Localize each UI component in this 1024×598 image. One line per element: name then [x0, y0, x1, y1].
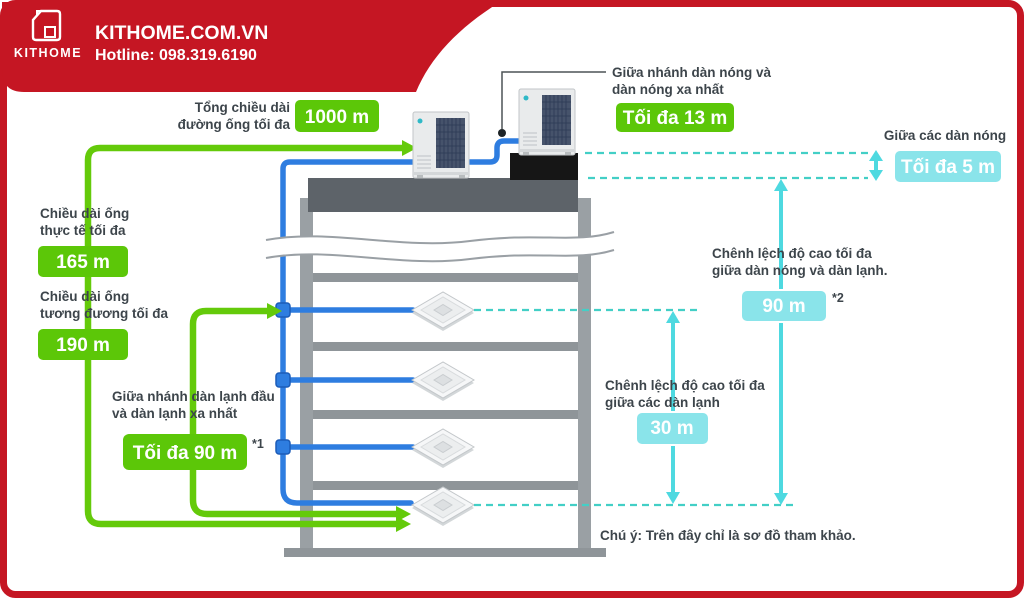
total-pipe-label-line1: Tổng chiều dài [195, 100, 290, 115]
brand-name: KITHOME [14, 46, 82, 60]
callout-line [501, 71, 606, 129]
branch-joint-3 [275, 439, 291, 455]
outdoor-branch-value: Tối đa 13 m [623, 108, 728, 129]
outdoor-branch-value-box [616, 103, 734, 132]
branch-joints [275, 302, 291, 455]
height-between-indoor-value: 30 m [650, 418, 693, 439]
height-outdoor-indoor-label-line2: giữa dàn nóng và dàn lạnh. [712, 263, 888, 278]
floor-slab-1 [313, 273, 578, 282]
actual-length-label-line1: Chiều dài ống [40, 206, 129, 221]
callout-dot [498, 129, 506, 137]
kithome-logo-icon [31, 9, 62, 42]
diagram-note: Chú ý: Trên đây chỉ là sơ đồ tham khảo. [600, 528, 856, 543]
value-boxes [38, 100, 1001, 470]
height-between-indoor-value-box [637, 413, 708, 444]
indoor-branch-label-line1: Giữa nhánh dàn lạnh đầu [112, 389, 275, 404]
site-url: KITHOME.COM.VN [95, 22, 268, 44]
footnote-1: *1 [252, 437, 264, 451]
outdoor-branch-callout-line [498, 71, 606, 137]
actual-length-label-line2: thực tế tối đa [40, 223, 126, 238]
indoor-unit-3 [411, 428, 475, 469]
green-arrow-to-outdoor-unit [402, 140, 417, 156]
indoor-unit-2 [411, 361, 475, 402]
equivalent-length-label-line2: tương đương tối đa [40, 306, 168, 321]
total-pipe-value-box [295, 100, 379, 132]
outdoor-branch-label-line1: Giữa nhánh dàn nóng và [612, 65, 772, 80]
height-between-indoor-label-line1: Chênh lệch độ cao tối đa [605, 378, 765, 393]
arrow-90m-up-head [774, 179, 788, 191]
height-outdoor-indoor-label-line1: Chênh lệch độ cao tối đa [712, 246, 872, 261]
outdoor-branch-label-line2: dàn nóng xa nhất [612, 82, 724, 97]
floor-slab-2 [313, 342, 578, 351]
outdoor-unit-2 [518, 88, 576, 156]
header-banner [2, 2, 500, 92]
indoor-branch-value: Tối đa 90 m [133, 443, 238, 464]
building-right-column [578, 198, 591, 550]
hotline: Hotline: 098.319.6190 [95, 47, 257, 64]
indoor-unit-4 [411, 486, 475, 527]
building-break-lines [265, 231, 615, 263]
floor-slab-4 [313, 481, 578, 490]
footnote-2: *2 [832, 291, 844, 305]
break-wave-bottom [265, 249, 615, 263]
green-arrow-to-first-branch [267, 303, 282, 319]
between-outdoor-label: Giữa các dàn nóng [884, 128, 1006, 143]
between-outdoor-value-box [895, 151, 1001, 182]
arrow-5m-down-head [869, 170, 883, 181]
building [284, 178, 606, 557]
building-base [284, 548, 606, 557]
labels: Tổng chiều dài đường ống tối đa 1000 m C… [40, 65, 1006, 543]
cyan-measurement-arrows [666, 150, 883, 505]
arrow-30m-down-head [666, 492, 680, 504]
height-between-indoor-label-line2: giữa các dàn lạnh [605, 395, 720, 410]
total-pipe-value: 1000 m [305, 107, 369, 128]
height-outdoor-indoor-value: 90 m [762, 296, 805, 317]
building-left-column [300, 198, 313, 550]
equivalent-length-label-line1: Chiều dài ống [40, 289, 129, 304]
total-pipe-label-line2: đường ống tối đa [178, 117, 291, 132]
equivalent-length-value: 190 m [56, 335, 110, 356]
between-outdoor-value: Tối đa 5 m [901, 157, 995, 178]
outdoor-unit-pedestal [510, 153, 578, 180]
blue-refrigerant-piping [280, 138, 524, 506]
indoor-branch-label-line2: và dàn lạnh xa nhất [112, 406, 238, 421]
reference-dashed-lines [474, 151, 868, 507]
arrow-90m-down-head [774, 493, 788, 505]
height-outdoor-indoor-value-box [742, 291, 826, 321]
green-arrow-to-indoor-bottom-b [396, 506, 411, 522]
green-arrowheads [267, 140, 417, 532]
header: KITHOME KITHOME.COM.VN Hotline: 098.319.… [2, 2, 500, 92]
building-roof-slab [308, 178, 578, 212]
break-wave-top [265, 231, 615, 245]
indoor-unit-1 [411, 291, 475, 332]
blue-main-riser-pipe [280, 138, 524, 506]
arrow-30m-up-head [666, 311, 680, 323]
outdoor-unit-1 [412, 111, 470, 179]
indoor-branch-value-box [123, 434, 247, 470]
actual-length-value-box [38, 246, 128, 277]
branch-joint-2 [275, 372, 291, 388]
actual-length-value: 165 m [56, 252, 110, 273]
arrow-5m-up-head [869, 150, 883, 161]
green-branch-length-path [189, 307, 400, 518]
floor-slab-3 [313, 410, 578, 419]
equivalent-length-value-box [38, 329, 128, 360]
